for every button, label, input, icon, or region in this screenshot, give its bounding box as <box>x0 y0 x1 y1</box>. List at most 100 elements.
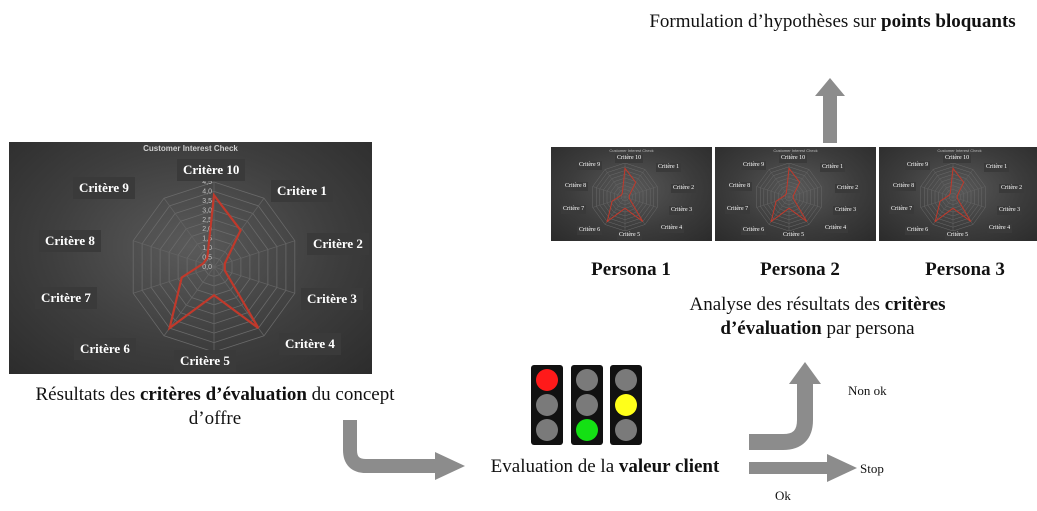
radar-spoke <box>952 186 986 198</box>
lamp-bottom <box>536 419 558 441</box>
branch-ok-label: Ok <box>775 488 791 503</box>
radar-spoke <box>952 196 986 208</box>
branch-stop-label: Stop <box>860 461 884 476</box>
up-arrow <box>815 78 845 143</box>
mini-label-3: Critère 3 <box>997 206 1023 215</box>
radar-scale-tick: 3,5 <box>202 198 212 205</box>
mini-chart-title: Customer Interest Check <box>937 148 982 153</box>
radar-spoke <box>213 266 295 294</box>
lamp-top <box>576 369 598 391</box>
analysis-text: Analyse des résultats des <box>689 294 880 315</box>
mini-label-6: Critère 6 <box>905 226 931 235</box>
mini-label-9: Critère 9 <box>905 161 931 170</box>
radar-spoke <box>756 186 790 198</box>
persona-3-label: Persona 3 <box>925 259 1005 280</box>
radar-spoke <box>756 196 790 208</box>
results-caption: Résultats des critères d’évaluation du c… <box>20 383 410 431</box>
mini-label-8: Critère 8 <box>891 182 917 191</box>
mini-label-1: Critère 1 <box>984 163 1010 172</box>
radar-label-10: Critère 10 <box>177 159 246 181</box>
lamp-middle <box>576 394 598 416</box>
analysis-caption: Analyse des résultats des critères d’éva… <box>640 293 995 341</box>
mini-label-2: Critère 2 <box>835 184 861 193</box>
mini-label-6: Critère 6 <box>577 226 603 235</box>
radar-scale-tick: 4,5 <box>202 179 212 186</box>
mini-label-10: Critère 10 <box>779 154 808 163</box>
branch-non-ok-label: Non ok <box>848 383 887 398</box>
radar-spoke <box>592 186 626 198</box>
results-tail: du concept d’offre <box>188 384 395 429</box>
mini-label-9: Critère 9 <box>577 161 603 170</box>
radar-spoke <box>213 240 295 268</box>
mini-label-7: Critère 7 <box>725 205 751 214</box>
persona-3-chart: Customer Interest Check Critère 10 Critè… <box>879 147 1037 241</box>
radar-label-6: Critère 6 <box>74 338 136 360</box>
persona-1-chart: Customer Interest Check Critère 10 Critè… <box>551 147 712 241</box>
radar-label-8: Critère 8 <box>39 230 101 252</box>
mini-label-10: Critère 10 <box>615 154 644 163</box>
mini-label-5: Critère 5 <box>781 231 807 240</box>
mini-label-5: Critère 5 <box>617 231 643 240</box>
mini-label-10: Critère 10 <box>943 154 972 163</box>
radar-label-1: Critère 1 <box>271 180 333 202</box>
radar-grid-ring <box>132 181 296 353</box>
curved-arrow-to-evaluation <box>343 420 465 480</box>
mini-label-4: Critère 4 <box>823 224 849 233</box>
radar-series-line <box>934 167 972 223</box>
lamp-bottom <box>576 419 598 441</box>
radar-label-5: Critère 5 <box>174 350 236 372</box>
lamp-middle <box>615 394 637 416</box>
chart-title: Customer Interest Check <box>143 144 238 153</box>
mini-chart-title: Customer Interest Check <box>773 148 818 153</box>
mini-radar <box>756 162 822 232</box>
radar-spoke <box>920 196 954 208</box>
results-bold: critères d’évaluation <box>140 384 307 405</box>
traffic-light-green <box>571 365 603 445</box>
mini-label-6: Critère 6 <box>741 226 767 235</box>
mini-radar <box>592 162 658 232</box>
evaluation-bold: valeur client <box>618 456 720 477</box>
analysis-bold: critères d’évaluation <box>720 294 946 339</box>
evaluation-text: Evaluation de la <box>490 456 615 477</box>
radar-series-line <box>167 192 260 331</box>
radar-label-4: Critère 4 <box>279 333 341 355</box>
hypotheses-caption: Formulation d’hypothèses sur points bloq… <box>640 10 1025 34</box>
radar-spoke <box>624 196 658 208</box>
mini-label-7: Critère 7 <box>561 205 587 214</box>
mini-radar <box>920 162 986 232</box>
radar-spoke <box>932 169 954 198</box>
mini-label-4: Critère 4 <box>659 224 685 233</box>
radar-label-3: Critère 3 <box>301 288 363 310</box>
radar-spoke <box>788 196 822 208</box>
hypotheses-bold: points bloquants <box>881 11 1016 32</box>
radar-spoke <box>920 186 954 198</box>
branch-arrows <box>749 362 857 482</box>
radar-grid-ring <box>756 162 822 232</box>
radar-spoke <box>163 197 215 268</box>
radar-scale-tick: 4,0 <box>202 188 212 195</box>
radar-scale-tick: 3,0 <box>202 207 212 214</box>
radar-label-7: Critère 7 <box>35 287 97 309</box>
mini-label-2: Critère 2 <box>999 184 1025 193</box>
persona-1-label: Persona 1 <box>591 259 671 280</box>
hypotheses-text: Formulation d’hypothèses sur <box>649 11 877 32</box>
traffic-light-red <box>531 365 563 445</box>
radar-label-2: Critère 2 <box>307 233 369 255</box>
results-text: Résultats des <box>35 384 136 405</box>
radar-grid-ring <box>920 162 986 232</box>
radar-spoke <box>163 266 215 337</box>
radar-scale-tick: 2,5 <box>202 217 212 224</box>
radar-spoke <box>788 186 822 198</box>
lamp-middle <box>536 394 558 416</box>
mini-label-2: Critère 2 <box>671 184 697 193</box>
evaluation-caption: Evaluation de la valeur client <box>470 455 740 479</box>
radar-spoke <box>624 186 658 198</box>
radar-spoke <box>768 196 790 225</box>
radar-spoke <box>133 240 215 268</box>
radar-spoke <box>592 196 626 208</box>
mini-label-9: Critère 9 <box>741 161 767 170</box>
mini-chart-title: Customer Interest Check <box>609 148 654 153</box>
radar-scale-tick: 1,5 <box>202 236 212 243</box>
radar-spoke <box>604 169 626 198</box>
